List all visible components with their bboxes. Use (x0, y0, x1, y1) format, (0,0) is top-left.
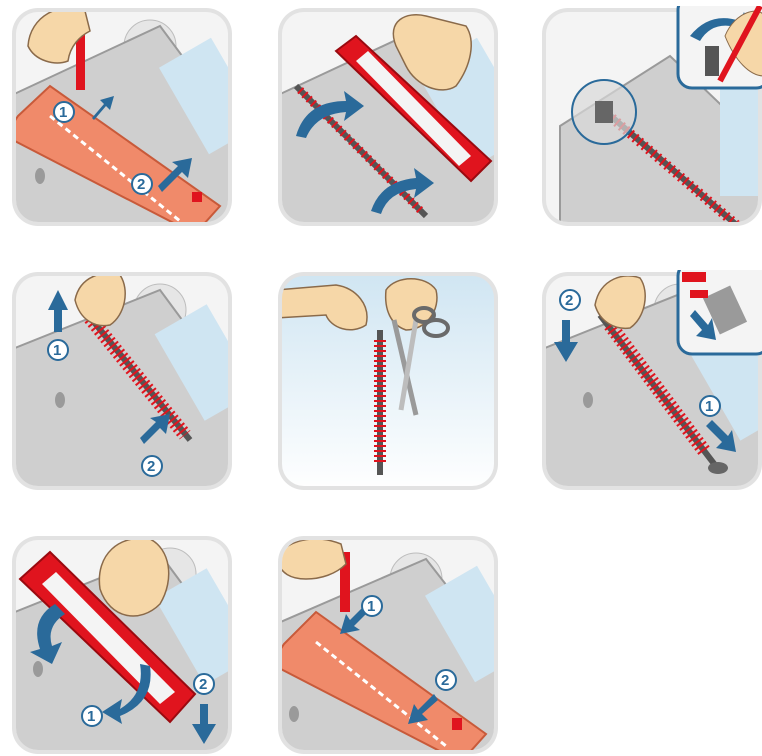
svg-text:2: 2 (147, 458, 155, 475)
step-3-panel (540, 6, 762, 228)
zoom-circle-icon (572, 80, 636, 144)
step-8-panel: 1 2 (276, 534, 500, 756)
svg-text:2: 2 (199, 676, 207, 693)
step-4-panel: 1 2 (10, 270, 234, 492)
step-7-panel: 2 1 (10, 534, 234, 756)
clip-icon (192, 192, 202, 202)
svg-text:1: 1 (87, 708, 95, 725)
svg-text:1: 1 (705, 398, 713, 415)
brush-end-icon (705, 46, 719, 76)
step-2-panel (276, 6, 500, 228)
step-6-panel: 2 1 (540, 270, 762, 492)
step-5-panel (276, 270, 500, 492)
inset-detail (678, 6, 762, 88)
clip-icon (452, 718, 462, 730)
svg-text:1: 1 (53, 342, 61, 359)
inset-detail (678, 270, 762, 354)
svg-text:1: 1 (367, 598, 375, 615)
svg-text:2: 2 (137, 176, 145, 193)
svg-text:2: 2 (565, 292, 573, 309)
step-1-panel: 1 2 (10, 6, 234, 228)
svg-text:1: 1 (59, 104, 67, 121)
svg-text:2: 2 (441, 672, 449, 689)
